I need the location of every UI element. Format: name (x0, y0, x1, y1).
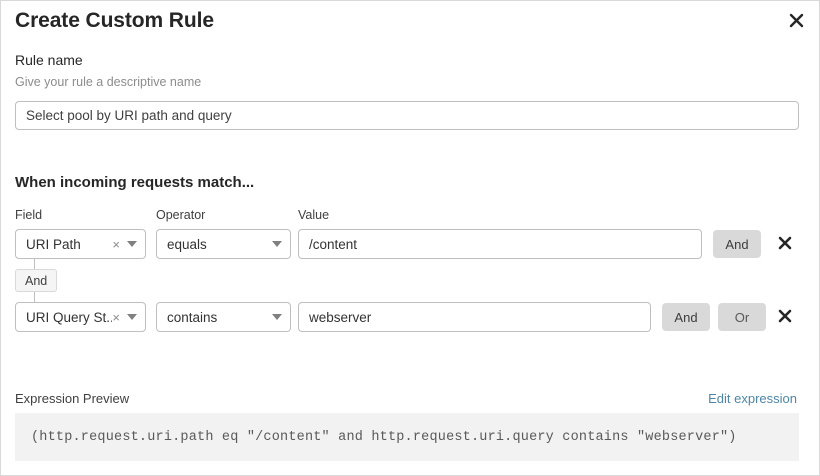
operator-select-2[interactable]: contains (156, 302, 291, 332)
expression-preview-box: (http.request.uri.path eq "/content" and… (15, 413, 799, 461)
expression-preview-label: Expression Preview (15, 391, 130, 406)
operator-select-1[interactable]: equals (156, 229, 291, 259)
connector-line-lower (34, 292, 35, 302)
delete-condition-button-1[interactable] (772, 230, 798, 258)
clear-icon[interactable]: × (112, 309, 120, 325)
column-header-operator: Operator (156, 208, 206, 222)
chevron-down-icon (127, 314, 137, 320)
delete-condition-button-2[interactable] (772, 303, 798, 331)
dialog-title: Create Custom Rule (15, 9, 214, 32)
close-icon (778, 236, 792, 253)
operator-select-1-value: equals (167, 236, 207, 252)
field-select-2-value: URI Query St... (26, 309, 113, 325)
connector-line-upper (34, 259, 35, 269)
rule-name-label: Rule name (15, 52, 83, 68)
close-icon (789, 13, 804, 28)
conditions-heading: When incoming requests match... (15, 174, 255, 191)
condition-row: URI Query St... × contains And Or (1, 302, 819, 332)
chevron-down-icon (272, 314, 282, 320)
clear-icon[interactable]: × (112, 236, 120, 252)
field-select-1-value: URI Path (26, 236, 81, 252)
close-icon (778, 309, 792, 326)
condition-row: URI Path × equals And (1, 229, 819, 259)
edit-expression-link[interactable]: Edit expression (708, 391, 797, 406)
chevron-down-icon (272, 241, 282, 247)
rule-name-help-text: Give your rule a descriptive name (15, 75, 202, 89)
field-select-1[interactable]: URI Path × (15, 229, 146, 259)
logic-and-button-1[interactable]: And (713, 230, 761, 258)
column-header-field: Field (15, 208, 43, 222)
group-connector-and[interactable]: And (15, 269, 58, 292)
close-dialog-button[interactable] (783, 7, 809, 33)
rule-name-input[interactable] (15, 101, 799, 130)
column-header-value: Value (298, 208, 330, 222)
operator-select-2-value: contains (167, 309, 218, 325)
field-select-2[interactable]: URI Query St... × (15, 302, 146, 332)
logic-and-button-2[interactable]: And (662, 303, 710, 331)
expression-preview-text: (http.request.uri.path eq "/content" and… (31, 429, 737, 445)
logic-or-button-2[interactable]: Or (718, 303, 766, 331)
value-input-1[interactable] (298, 229, 702, 259)
chevron-down-icon (127, 241, 137, 247)
value-input-2[interactable] (298, 302, 651, 332)
